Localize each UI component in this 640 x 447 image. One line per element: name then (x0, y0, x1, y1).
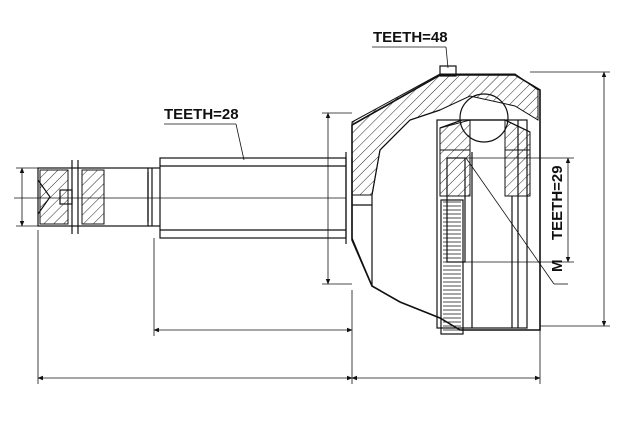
teeth-shaft-label: TEETH=28 (164, 106, 239, 123)
inner-race (436, 93, 531, 329)
abs-ring (440, 199, 464, 335)
cv-joint-housing (351, 65, 541, 331)
leader-lines (164, 46, 568, 285)
thread-label: M (549, 260, 566, 273)
ball (459, 93, 509, 143)
shaft-end (37, 160, 160, 234)
teeth-outer-label: TEETH=48 (373, 29, 448, 46)
dimension-lines (16, 71, 610, 384)
teeth-inner-label: TEETH=29 (549, 165, 566, 240)
splined-shaft (14, 152, 353, 244)
